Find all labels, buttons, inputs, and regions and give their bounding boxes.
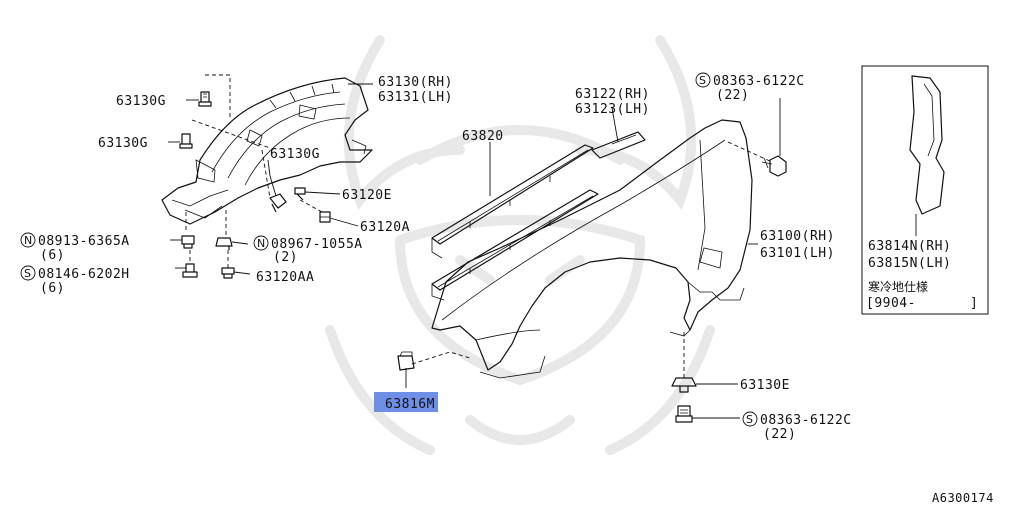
bolt-08363-top[interactable] (761, 98, 787, 177)
label-63123-lh: 63123(LH) (575, 102, 650, 117)
watermark-emblem (325, 35, 715, 455)
marker-s2-circle (695, 72, 711, 88)
label-63131-lh: 63131(LH) (378, 90, 453, 105)
marker-s3-circle (742, 411, 758, 427)
label-08967-qty: (2) (273, 250, 298, 265)
label-08363-bottom: 08363-6122C (760, 413, 852, 428)
fastener-clip-63130g-a[interactable] (198, 91, 212, 107)
label-08967: 08967-1055A (271, 237, 363, 252)
label-08363-top-qty: (22) (716, 88, 749, 103)
marker-s-circle (20, 265, 36, 281)
label-08913: 08913-6365A (38, 234, 130, 249)
label-spec-date-close: ] (970, 296, 978, 311)
inner-fender-splash-shield[interactable] (161, 77, 373, 225)
label-63130g-c: 63130G (270, 147, 320, 162)
marker-n: N (24, 234, 32, 247)
label-63122-rh: 63122(RH) (575, 87, 650, 102)
label-63820: 63820 (462, 129, 504, 144)
label-63815n-lh: 63815N(LH) (868, 256, 951, 271)
label-08146-qty: (6) (40, 281, 65, 296)
marker-s2: S (699, 74, 706, 87)
label-63120aa: 63120AA (256, 270, 314, 285)
label-08146: 08146-6202H (38, 267, 130, 282)
marker-n2: N (257, 237, 265, 250)
label-63130-rh: 63130(RH) (378, 75, 453, 90)
label-08363-top: 08363-6122C (713, 74, 805, 89)
front-fender-panel[interactable] (431, 119, 753, 379)
label-63816m[interactable]: 63816M (385, 397, 435, 412)
fender-gasket-63816m[interactable] (397, 351, 415, 371)
label-63101-lh: 63101(LH) (760, 246, 835, 261)
leader-lines-left (168, 83, 373, 275)
fender-seal-63814n[interactable] (909, 75, 945, 215)
marker-n-circle (20, 232, 36, 248)
label-63814n-rh: 63814N(RH) (868, 239, 951, 254)
fastener-clip-63130g-b[interactable] (179, 133, 193, 149)
highlight-63816m (374, 392, 438, 412)
marker-s3: S (746, 413, 753, 426)
nut-08913[interactable] (181, 235, 195, 249)
leader-lines-center (405, 107, 773, 388)
fastener-clip-63130g-c[interactable] (269, 193, 287, 213)
marker-n2-circle (253, 235, 269, 251)
diagram-id: A6300174 (932, 491, 994, 505)
label-63120e: 63120E (342, 188, 392, 203)
label-spec-date: [9904- (866, 296, 916, 311)
bolt-08146[interactable] (182, 263, 198, 278)
assembly-lines-left (185, 74, 323, 268)
fastener-63120aa[interactable] (221, 267, 235, 279)
label-63130g-a: 63130G (116, 94, 166, 109)
fastener-63120a[interactable] (319, 211, 331, 223)
fender-protector-63122[interactable] (591, 131, 646, 159)
fastener-63120e[interactable] (294, 187, 306, 201)
label-63130e: 63130E (740, 378, 790, 393)
label-08913-qty: (6) (40, 248, 65, 263)
marker-s: S (24, 267, 31, 280)
label-63130g-b: 63130G (98, 136, 148, 151)
label-cold-climate-spec: 寒冷地仕様 (868, 279, 928, 294)
part-labels: 63130(RH) 63131(LH) 63130G 63130G 63130G… (20, 72, 994, 505)
clip-08967[interactable] (215, 237, 233, 250)
label-08363-bottom-qty: (22) (763, 427, 796, 442)
label-63120a: 63120A (360, 220, 410, 235)
bolt-08363-bottom[interactable] (675, 405, 740, 423)
clip-63130e[interactable] (671, 377, 738, 393)
label-63100-rh: 63100(RH) (760, 229, 835, 244)
cold-climate-inset (861, 65, 989, 315)
fender-seal-63820[interactable] (431, 144, 599, 301)
